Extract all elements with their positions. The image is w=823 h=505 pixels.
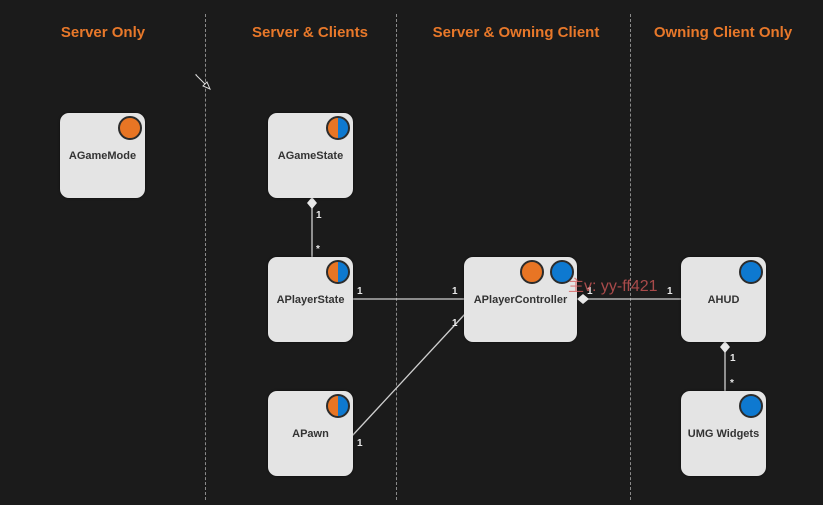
node-label: APlayerState [276, 293, 345, 306]
client-badge-icon [739, 394, 763, 418]
node-label: APawn [292, 427, 329, 440]
multiplicity-label: 1 [730, 353, 736, 364]
multiplicity-label: 1 [357, 438, 363, 449]
multiplicity-label: 1 [452, 318, 458, 329]
client-badge-icon [739, 260, 763, 284]
client-badge-icon [550, 260, 574, 284]
node-aplayerstate[interactable]: APlayerState [268, 257, 353, 342]
multiplicity-label: 1 [316, 210, 322, 221]
multiplicity-label: 1 [357, 286, 363, 297]
multiplicity-label: 1 [587, 286, 593, 297]
node-aplayercontroller[interactable]: APlayerController [464, 257, 577, 342]
server-badge-icon [118, 116, 142, 140]
node-label: UMG Widgets [687, 427, 760, 440]
server-badge-icon [520, 260, 544, 284]
node-apawn[interactable]: APawn [268, 391, 353, 476]
column-title-server-only: Server Only [60, 24, 146, 41]
column-divider [630, 14, 631, 500]
aggregation-diamond [720, 341, 730, 353]
column-divider [205, 14, 206, 500]
link-pawn-controller [351, 313, 466, 437]
column-title-server-owning-client: Server & Owning Client [432, 24, 600, 41]
node-label: AGameState [277, 149, 344, 162]
multiplicity-label: 1 [667, 286, 673, 297]
node-ahud[interactable]: AHUD [681, 257, 766, 342]
node-label: AGameMode [68, 149, 137, 162]
server-client-badge-icon [326, 116, 350, 140]
server-client-badge-icon [326, 260, 350, 284]
node-label: AHUD [707, 293, 740, 306]
node-agamemode[interactable]: AGameMode [60, 113, 145, 198]
column-title-owning-client-only: Owning Client Only [653, 24, 793, 41]
cursor-icon [195, 74, 211, 90]
watermark: 主v: yy-ff421 [568, 278, 658, 295]
multiplicity-label: * [730, 378, 734, 389]
column-title-server-clients: Server & Clients [252, 24, 368, 41]
node-label: APlayerController [473, 293, 568, 306]
column-divider [396, 14, 397, 500]
multiplicity-label: 1 [452, 286, 458, 297]
aggregation-diamond [307, 197, 317, 209]
server-client-badge-icon [326, 394, 350, 418]
node-agamestate[interactable]: AGameState [268, 113, 353, 198]
aggregation-diamond [577, 294, 589, 304]
node-umg-widgets[interactable]: UMG Widgets [681, 391, 766, 476]
multiplicity-label: * [316, 244, 320, 255]
